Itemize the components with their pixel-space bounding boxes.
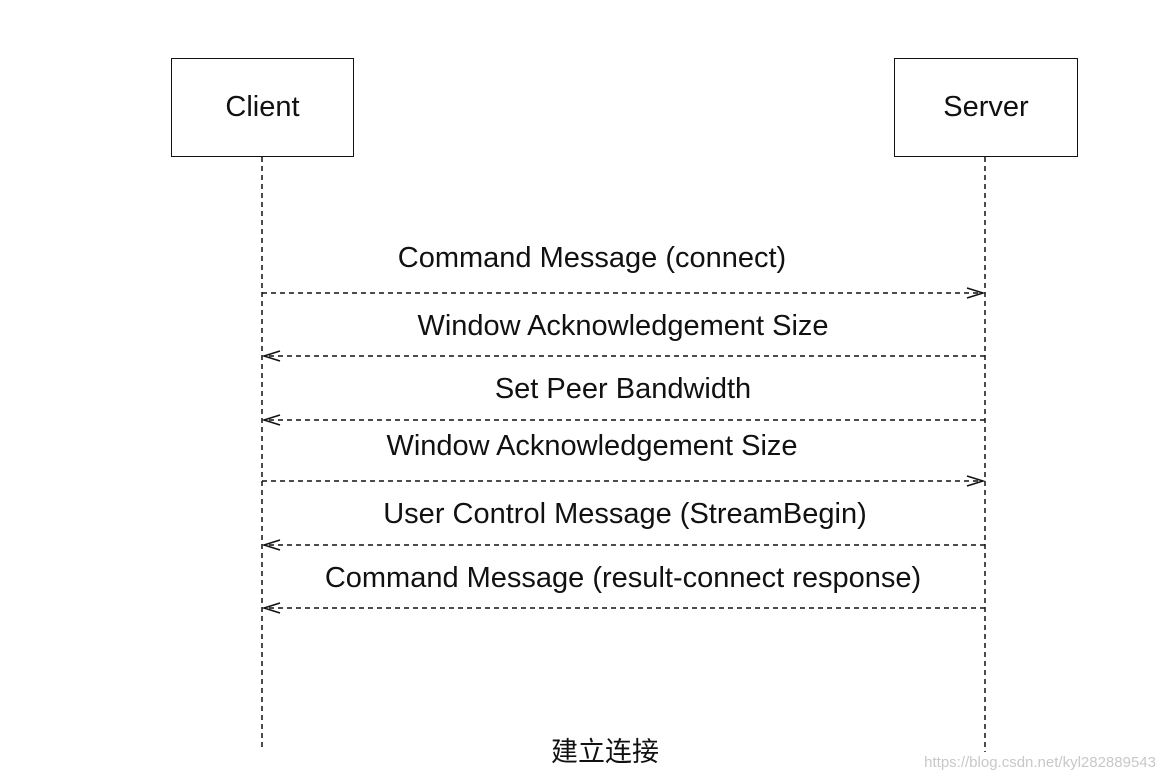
client-actor-label: Client: [225, 91, 300, 123]
message-arrowhead: [261, 539, 281, 551]
message-label-set-peer-bandwidth: Set Peer Bandwidth: [494, 373, 752, 405]
message-arrowhead: [261, 350, 281, 362]
message-arrowhead: [966, 475, 986, 487]
server-actor-box: Server: [894, 58, 1078, 157]
message-label-user-control-streambegin: User Control Message (StreamBegin): [383, 498, 867, 530]
diagram-caption: 建立连接: [551, 737, 659, 768]
message-arrows: [261, 287, 986, 614]
message-arrowhead: [261, 414, 281, 426]
message-label-connect: Command Message (connect): [397, 242, 787, 274]
message-arrowhead: [966, 287, 986, 299]
message-label-window-ack-size-1: Window Acknowledgement Size: [417, 310, 829, 342]
client-actor-box: Client: [171, 58, 354, 157]
message-label-window-ack-size-2: Window Acknowledgement Size: [386, 430, 798, 462]
message-arrowhead: [261, 602, 281, 614]
message-label-result-connect-response: Command Message (result-connect response…: [324, 562, 922, 594]
watermark-url: https://blog.csdn.net/kyl282889543: [924, 754, 1156, 771]
server-actor-label: Server: [943, 91, 1029, 123]
